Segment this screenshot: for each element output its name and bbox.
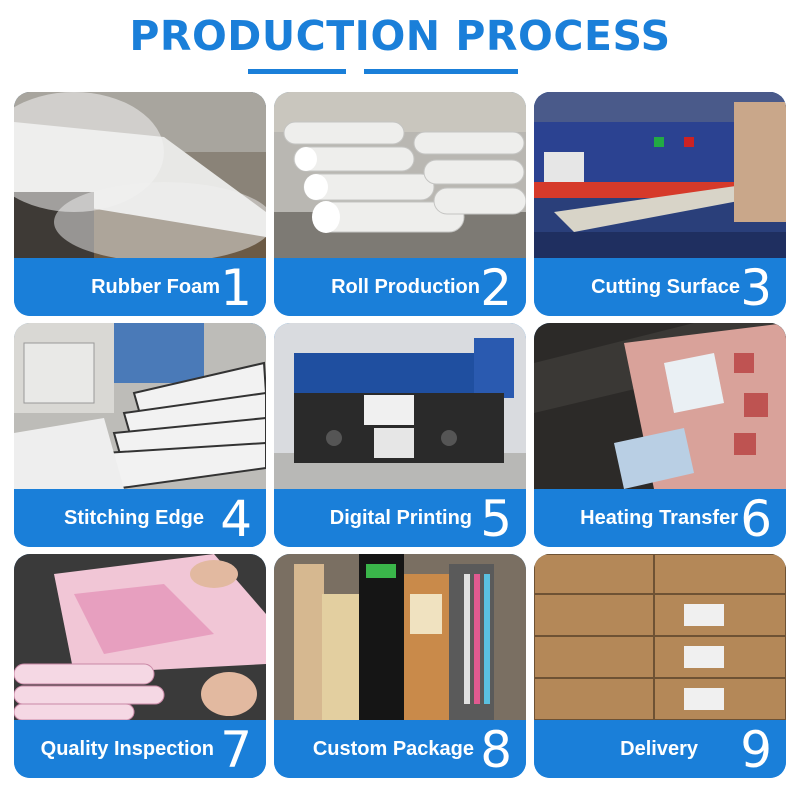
quality-inspection-photo [14, 554, 266, 720]
step-card-roll-production: Roll Production 2 [274, 92, 526, 316]
step-label: Delivery [620, 738, 698, 760]
step-card-custom-package: Custom Package 8 [274, 554, 526, 778]
custom-package-photo [274, 554, 526, 720]
step-caption: Custom Package 8 [274, 720, 526, 778]
stitching-edge-photo [14, 323, 266, 489]
step-number: 9 [740, 721, 772, 778]
step-card-stitching-edge: Stitching Edge 4 [14, 323, 266, 547]
step-number: 5 [480, 490, 512, 547]
page-title: PRODUCTION PROCESS [129, 12, 671, 60]
step-caption: Delivery 9 [534, 720, 786, 778]
step-label: Quality Inspection [40, 738, 214, 760]
step-number: 6 [740, 490, 772, 547]
step-label: Rubber Foam [91, 276, 220, 298]
step-caption: Cutting Surface 3 [534, 258, 786, 316]
delivery-photo [534, 554, 786, 720]
step-card-digital-printing: Digital Printing 5 [274, 323, 526, 547]
step-card-rubber-foam: Rubber Foam 1 [14, 92, 266, 316]
step-caption: Rubber Foam 1 [14, 258, 266, 316]
step-card-cutting-surface: Cutting Surface 3 [534, 92, 786, 316]
step-number: 1 [220, 259, 252, 316]
step-label: Roll Production [331, 276, 480, 298]
cutting-surface-photo [534, 92, 786, 258]
step-caption: Roll Production 2 [274, 258, 526, 316]
step-caption: Heating Transfer 6 [534, 489, 786, 547]
title-underline-left [248, 69, 346, 74]
step-card-delivery: Delivery 9 [534, 554, 786, 778]
rubber-foam-photo [14, 92, 266, 258]
step-caption: Stitching Edge 4 [14, 489, 266, 547]
step-card-heating-transfer: Heating Transfer 6 [534, 323, 786, 547]
title-underline-right [364, 69, 518, 74]
step-number: 3 [740, 259, 772, 316]
process-grid: Rubber Foam 1 [14, 92, 786, 792]
step-caption: Digital Printing 5 [274, 489, 526, 547]
step-label: Digital Printing [329, 507, 472, 529]
step-number: 7 [220, 721, 252, 778]
step-label: Custom Package [312, 738, 474, 760]
step-card-quality-inspection: Quality Inspection 7 [14, 554, 266, 778]
step-number: 4 [220, 490, 252, 547]
step-label: Heating Transfer [580, 507, 738, 529]
roll-production-photo [274, 92, 526, 258]
step-label: Stitching Edge [64, 507, 204, 529]
heating-transfer-photo [534, 323, 786, 489]
step-number: 8 [480, 721, 512, 778]
step-label: Cutting Surface [591, 276, 740, 298]
step-number: 2 [480, 259, 512, 316]
step-caption: Quality Inspection 7 [14, 720, 266, 778]
digital-printing-photo [274, 323, 526, 489]
